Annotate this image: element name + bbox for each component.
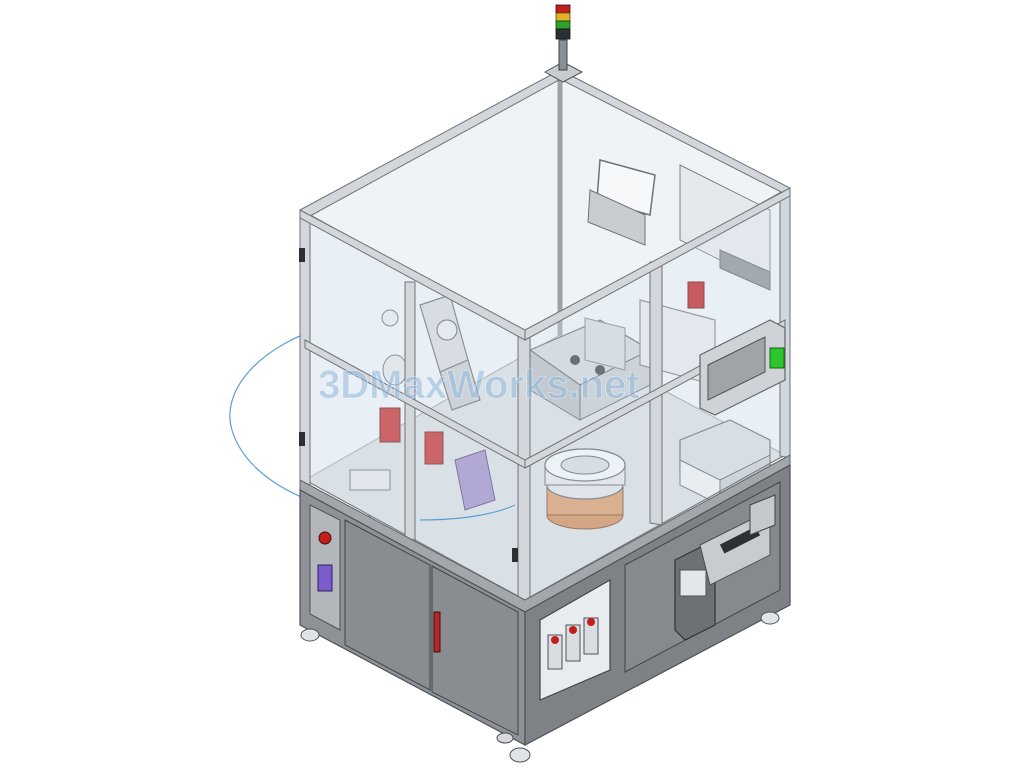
- purple-electrical-component: [317, 564, 333, 592]
- air-filter-regulator: [547, 617, 599, 670]
- emergency-stop-icon[interactable]: [318, 531, 332, 545]
- door-hinge: [299, 248, 305, 262]
- interior-controller: [587, 189, 646, 246]
- interior-sensor-block: [349, 469, 391, 491]
- interior-back-panel-dark: [719, 249, 771, 291]
- cabinet-door-right[interactable]: [431, 565, 519, 736]
- vibratory-bowl-feeder: [544, 448, 626, 530]
- purple-fixture: [454, 449, 496, 511]
- hmi-panel: [699, 319, 786, 416]
- aluminum-frame: [298, 69, 791, 606]
- signal-tower-base-plate: [543, 61, 584, 83]
- cooling-fan-panel: [749, 494, 776, 536]
- door-hinge: [299, 432, 305, 446]
- watermark-text: 3DMaxWorks.net: [318, 363, 640, 407]
- signal-tower-icon: [555, 4, 571, 71]
- door-handle-icon[interactable]: [433, 611, 441, 653]
- caster-wheel: [760, 611, 780, 625]
- interior-guard-plate: [584, 317, 626, 371]
- status-lamp-icon: [769, 347, 785, 369]
- robot-arm: [381, 294, 481, 411]
- door-hinge: [512, 548, 518, 562]
- caster-wheel: [496, 732, 514, 744]
- red-warning-plate: [687, 281, 705, 309]
- caster-wheel: [509, 747, 531, 763]
- red-warning-plate: [379, 407, 401, 443]
- orbit-line-front: [419, 504, 516, 521]
- cabinet-door-left[interactable]: [344, 519, 431, 691]
- caster-wheel: [300, 628, 320, 642]
- red-warning-plate: [424, 431, 444, 465]
